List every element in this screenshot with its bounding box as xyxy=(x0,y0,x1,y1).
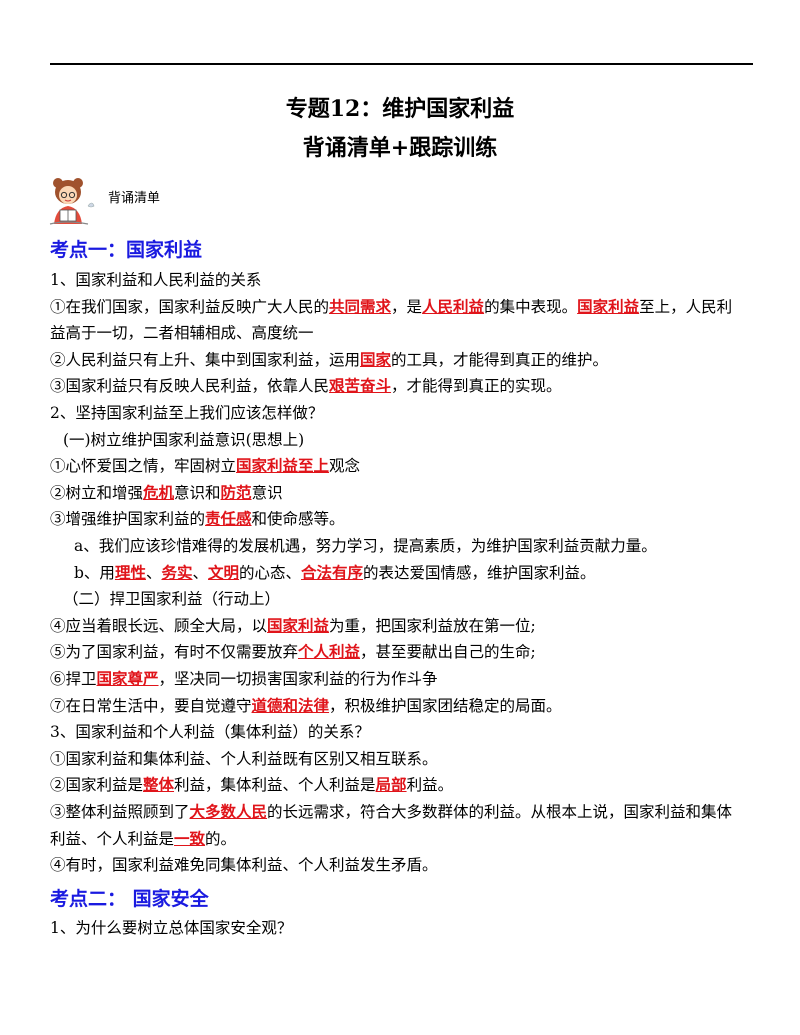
text-segment: 的心态、 xyxy=(239,563,302,582)
key-term: 国家 xyxy=(360,349,392,369)
text-segment: 的。 xyxy=(205,829,237,848)
text-line: ②国家利益是整体利益，集体利益、个人利益是局部利益。 xyxy=(50,772,453,798)
text-segment: 2、坚持国家利益至上我们应该怎样做？ xyxy=(50,404,324,422)
text-segment: ③整体利益照顾到了 xyxy=(50,803,190,821)
text-line: ⑦在日常生活中，要自觉遵守道德和法律，积极维护国家团结稳定的局面。 xyxy=(50,693,562,719)
text-segment: 利益、个人利益是 xyxy=(50,829,175,848)
text-segment: ②人民利益只有上升、集中到国家利益，运用 xyxy=(50,350,361,369)
text-line: ②树立和增强危机意识和防范意识 xyxy=(50,480,283,506)
key-term: 人民利益 xyxy=(422,296,485,316)
text-segment: ⑤为了国家利益，有时不仅需要放弃 xyxy=(50,643,299,662)
text-segment: ①在我们国家，国家利益反映广大人民的 xyxy=(50,297,330,316)
key-term: 防范 xyxy=(220,482,252,502)
text-segment: 为重，把国家利益放在第一位; xyxy=(329,616,536,635)
key-term: 国家利益至上 xyxy=(236,456,330,476)
text-line: 1、国家利益和人民利益的关系 xyxy=(50,267,261,293)
text-segment: b、用 xyxy=(74,563,115,582)
key-term: 道德和法律 xyxy=(251,695,330,715)
text-segment: ④有时，国家利益难免同集体利益、个人利益发生矛盾。 xyxy=(50,856,438,875)
text-segment: （二）捍卫国家利益（行动上） xyxy=(63,590,281,609)
page-subtitle: 背诵清单+跟踪训练 xyxy=(302,135,498,161)
text-segment: ，坚决同一切损害国家利益的行为作斗争 xyxy=(158,670,438,688)
text-segment: ①国家利益和集体利益、个人利益既有区别又相互联系。 xyxy=(50,749,438,768)
text-segment: (一)树立维护国家利益意识(思想上) xyxy=(63,430,305,449)
key-term: 危机 xyxy=(143,482,175,502)
text-segment: 利益，集体利益、个人利益是 xyxy=(174,776,376,795)
section-heading-national-interest: 考点一：国家利益 xyxy=(50,239,203,261)
text-segment: 的工具，才能得到真正的维护。 xyxy=(391,350,609,369)
text-segment: 意识 xyxy=(251,483,283,502)
text-line: 利益、个人利益是一致的。 xyxy=(50,826,236,852)
text-segment: ，甚至要献出自己的生命; xyxy=(360,643,536,662)
text-segment: ②国家利益是 xyxy=(50,776,144,795)
key-term: 理性 xyxy=(114,562,146,582)
key-term: 责任感 xyxy=(205,509,252,529)
text-line: ⑥捍卫国家尊严，坚决同一切损害国家利益的行为作斗争 xyxy=(50,666,438,692)
text-line: ①在我们国家，国家利益反映广大人民的共同需求，是人民利益的集中表现。国家利益至上… xyxy=(50,294,732,320)
text-line: ③国家利益只有反映人民利益，依靠人民艰苦奋斗，才能得到真正的实现。 xyxy=(50,373,562,399)
key-term: 共同需求 xyxy=(329,296,392,316)
text-line: 3、国家利益和个人利益（集体利益）的关系？ xyxy=(50,719,370,745)
key-term: 文明 xyxy=(208,562,240,582)
text-line: ⑤为了国家利益，有时不仅需要放弃个人利益，甚至要献出自己的生命; xyxy=(50,639,536,665)
text-segment: 1、为什么要树立总体国家安全观？ xyxy=(50,919,293,937)
text-segment: 利益。 xyxy=(406,776,454,795)
key-term: 国家尊严 xyxy=(96,669,159,688)
text-segment: 1、国家利益和人民利益的关系 xyxy=(50,271,262,289)
section-heading-national-security: 考点二： 国家安全 xyxy=(50,888,209,910)
text-segment: a、我们应该珍惜难得的发展机遇，努力学习，提高素质，为维护国家利益贡献力量。 xyxy=(74,537,657,555)
text-segment: ①心怀爱国之情，牢固树立 xyxy=(50,457,237,476)
text-line: ③增强维护国家利益的责任感和使命感等。 xyxy=(50,506,345,532)
text-line: ④应当着眼长远、顾全大局，以国家利益为重，把国家利益放在第一位; xyxy=(50,613,536,639)
key-term: 局部 xyxy=(375,775,407,795)
text-line: ①心怀爱国之情，牢固树立国家利益至上观念 xyxy=(50,453,360,479)
reading-girl-icon xyxy=(49,178,95,225)
text-line: 益高于一切，二者相辅相成、高度统一 xyxy=(50,320,314,346)
text-segment: 的集中表现。 xyxy=(484,297,578,316)
key-term: 大多数人民 xyxy=(189,802,268,821)
header-rule xyxy=(50,63,753,65)
text-segment: 3、国家利益和个人利益（集体利益）的关系？ xyxy=(50,723,370,742)
key-term: 个人利益 xyxy=(298,642,361,662)
text-segment: 和使命感等。 xyxy=(251,510,345,529)
text-segment: ③国家利益只有反映人民利益，依靠人民 xyxy=(50,377,330,396)
text-segment: ⑥捍卫 xyxy=(50,670,97,688)
text-segment: 、 xyxy=(145,563,162,582)
text-line: ①国家利益和集体利益、个人利益既有区别又相互联系。 xyxy=(50,746,438,772)
recite-list-label: 背诵清单 xyxy=(108,191,161,206)
text-line: 1、为什么要树立总体国家安全观？ xyxy=(50,915,292,941)
text-segment: 益高于一切，二者相辅相成、高度统一 xyxy=(50,324,314,343)
text-segment: ，积极维护国家团结稳定的局面。 xyxy=(329,696,562,715)
text-segment: ⑦在日常生活中，要自觉遵守 xyxy=(50,696,252,715)
text-segment: 至上，人民利 xyxy=(639,297,733,316)
text-line: ④有时，国家利益难免同集体利益、个人利益发生矛盾。 xyxy=(50,852,438,878)
text-line: ②人民利益只有上升、集中到国家利益，运用国家的工具，才能得到真正的维护。 xyxy=(50,347,608,373)
text-segment: 观念 xyxy=(329,457,361,476)
text-line: (一)树立维护国家利益意识(思想上) xyxy=(63,427,304,453)
text-line: ③整体利益照顾到了大多数人民的长远需求，符合大多数群体的利益。从根本上说，国家利… xyxy=(50,799,732,825)
text-line: （二）捍卫国家利益（行动上） xyxy=(63,586,280,612)
text-line: a、我们应该珍惜难得的发展机遇，努力学习，提高素质，为维护国家利益贡献力量。 xyxy=(74,533,657,559)
key-term: 整体 xyxy=(143,775,175,795)
text-segment: ②树立和增强 xyxy=(50,483,144,502)
key-term: 国家利益 xyxy=(267,615,330,635)
key-term: 艰苦奋斗 xyxy=(329,376,392,396)
text-segment: ，是 xyxy=(391,297,423,316)
key-term: 务实 xyxy=(161,562,193,582)
text-segment: ④应当着眼长远、顾全大局，以 xyxy=(50,616,268,635)
text-segment: 的长远需求，符合大多数群体的利益。从根本上说，国家利益和集体 xyxy=(267,803,733,821)
text-segment: 意识和 xyxy=(174,483,221,502)
text-segment: 的表达爱国情感，维护国家利益。 xyxy=(363,563,596,582)
text-line: b、用理性、务实、文明的心态、合法有序的表达爱国情感，维护国家利益。 xyxy=(74,560,596,586)
page-title: 专题12：维护国家利益 xyxy=(285,96,515,122)
text-segment: ，才能得到真正的实现。 xyxy=(391,377,562,396)
text-line: 2、坚持国家利益至上我们应该怎样做？ xyxy=(50,400,323,426)
key-term: 合法有序 xyxy=(301,562,364,582)
key-term: 一致 xyxy=(174,828,206,848)
text-segment: 、 xyxy=(192,563,208,582)
text-segment: ③增强维护国家利益的 xyxy=(50,510,206,529)
key-term: 国家利益 xyxy=(577,296,640,316)
